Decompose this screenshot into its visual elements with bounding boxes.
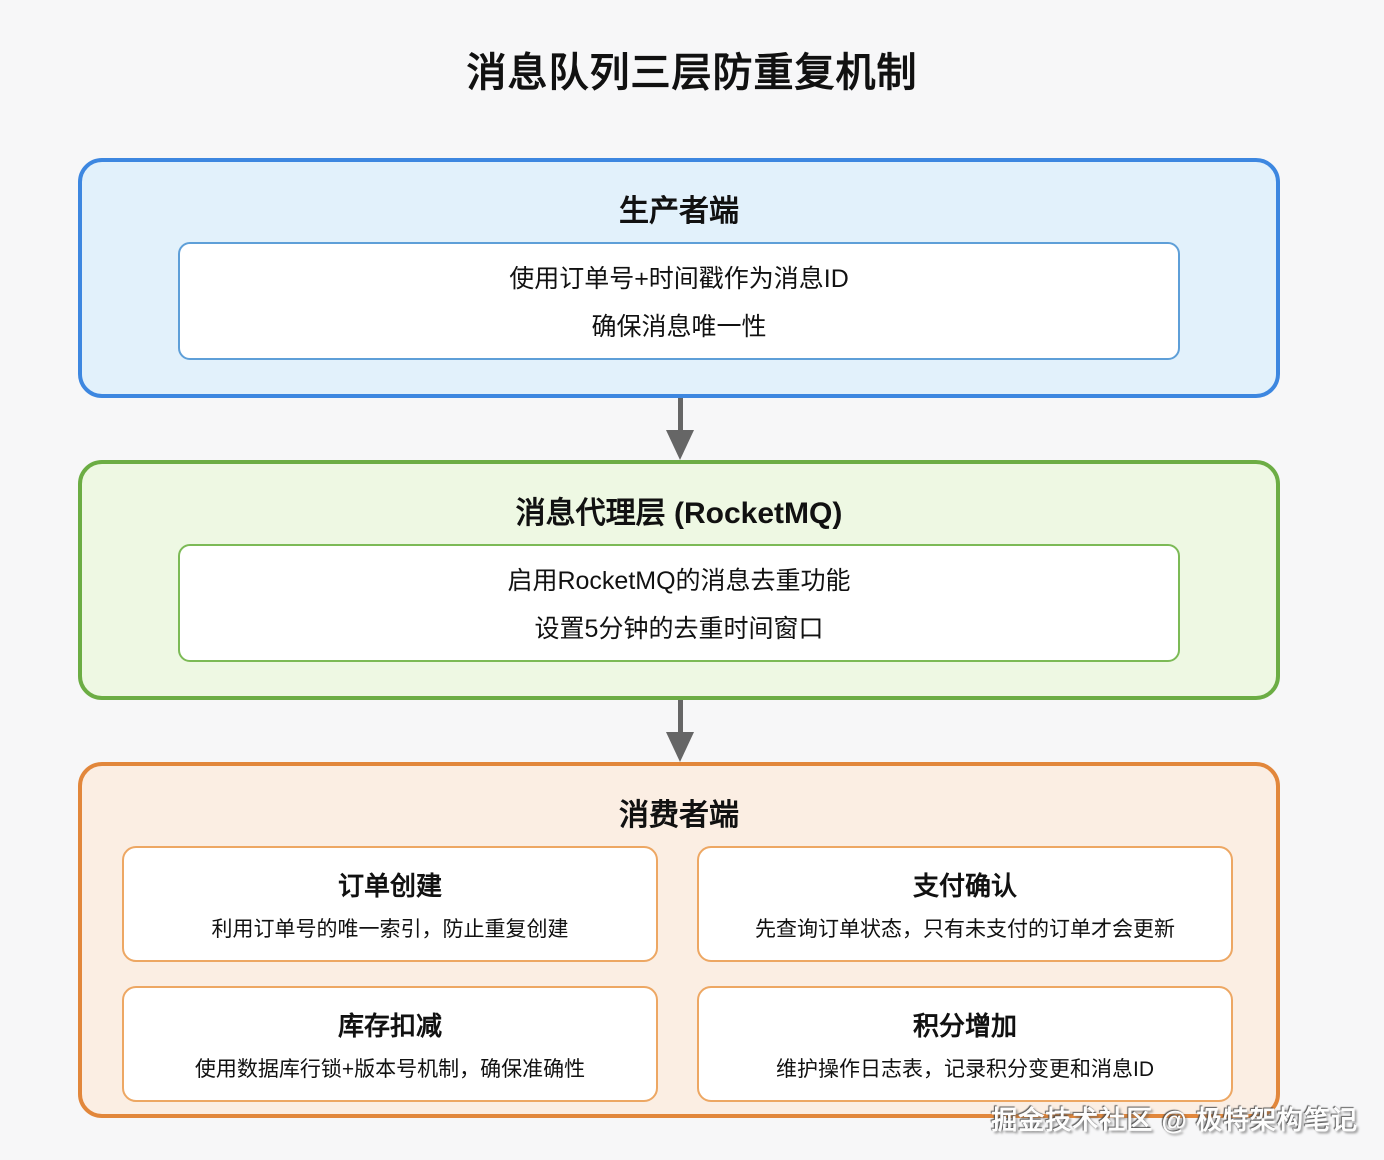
consumer-card-title: 积分增加 bbox=[912, 1010, 1017, 1041]
consumer-card-desc: 先查询订单状态，只有未支付的订单才会更新 bbox=[755, 917, 1175, 941]
consumer-card-title: 订单创建 bbox=[337, 870, 442, 901]
consumer-card-desc: 维护操作日志表，记录积分变更和消息ID bbox=[776, 1057, 1154, 1081]
producer-step-box: 使用订单号+时间戳作为消息ID 确保消息唯一性 bbox=[178, 242, 1180, 360]
broker-layer: 消息代理层 (RocketMQ) 启用RocketMQ的消息去重功能 设置5分钟… bbox=[78, 460, 1280, 700]
consumer-card-payment-confirm: 支付确认 先查询订单状态，只有未支付的订单才会更新 bbox=[697, 846, 1233, 962]
broker-step-line-2: 设置5分钟的去重时间窗口 bbox=[534, 615, 824, 643]
consumer-layer: 消费者端 订单创建 利用订单号的唯一索引，防止重复创建 支付确认 先查询订单状态… bbox=[78, 762, 1280, 1118]
consumer-card-desc: 使用数据库行锁+版本号机制，确保准确性 bbox=[194, 1057, 586, 1081]
arrow-stem bbox=[677, 700, 683, 732]
consumer-card-points-add: 积分增加 维护操作日志表，记录积分变更和消息ID bbox=[697, 986, 1233, 1102]
consumer-card-title: 库存扣减 bbox=[337, 1010, 442, 1041]
arrow-down-icon bbox=[665, 700, 695, 762]
consumer-card-desc: 利用订单号的唯一索引，防止重复创建 bbox=[211, 917, 569, 941]
arrow-down-icon bbox=[665, 398, 695, 460]
consumer-card-stock-deduct: 库存扣减 使用数据库行锁+版本号机制，确保准确性 bbox=[122, 986, 658, 1102]
broker-layer-title: 消息代理层 (RocketMQ) bbox=[515, 497, 843, 530]
diagram-title: 消息队列三层防重复机制 bbox=[466, 51, 918, 95]
consumer-grid: 订单创建 利用订单号的唯一索引，防止重复创建 支付确认 先查询订单状态，只有未支… bbox=[122, 846, 1233, 1102]
consumer-card-order-create: 订单创建 利用订单号的唯一索引，防止重复创建 bbox=[122, 846, 658, 962]
arrow-head bbox=[666, 732, 694, 762]
producer-layer: 生产者端 使用订单号+时间戳作为消息ID 确保消息唯一性 bbox=[78, 158, 1280, 398]
producer-step-line-1: 使用订单号+时间戳作为消息ID bbox=[509, 265, 849, 293]
producer-layer-title: 生产者端 bbox=[619, 195, 739, 228]
arrow-stem bbox=[677, 398, 683, 430]
broker-step-line-1: 启用RocketMQ的消息去重功能 bbox=[507, 567, 851, 595]
watermark: 掘金技术社区 @ 极特架构笔记 bbox=[991, 1105, 1358, 1135]
consumer-card-title: 支付确认 bbox=[912, 870, 1017, 901]
broker-step-box: 启用RocketMQ的消息去重功能 设置5分钟的去重时间窗口 bbox=[178, 544, 1180, 662]
arrow-head bbox=[666, 430, 694, 460]
consumer-layer-title: 消费者端 bbox=[619, 799, 739, 832]
producer-step-line-2: 确保消息唯一性 bbox=[591, 313, 767, 341]
